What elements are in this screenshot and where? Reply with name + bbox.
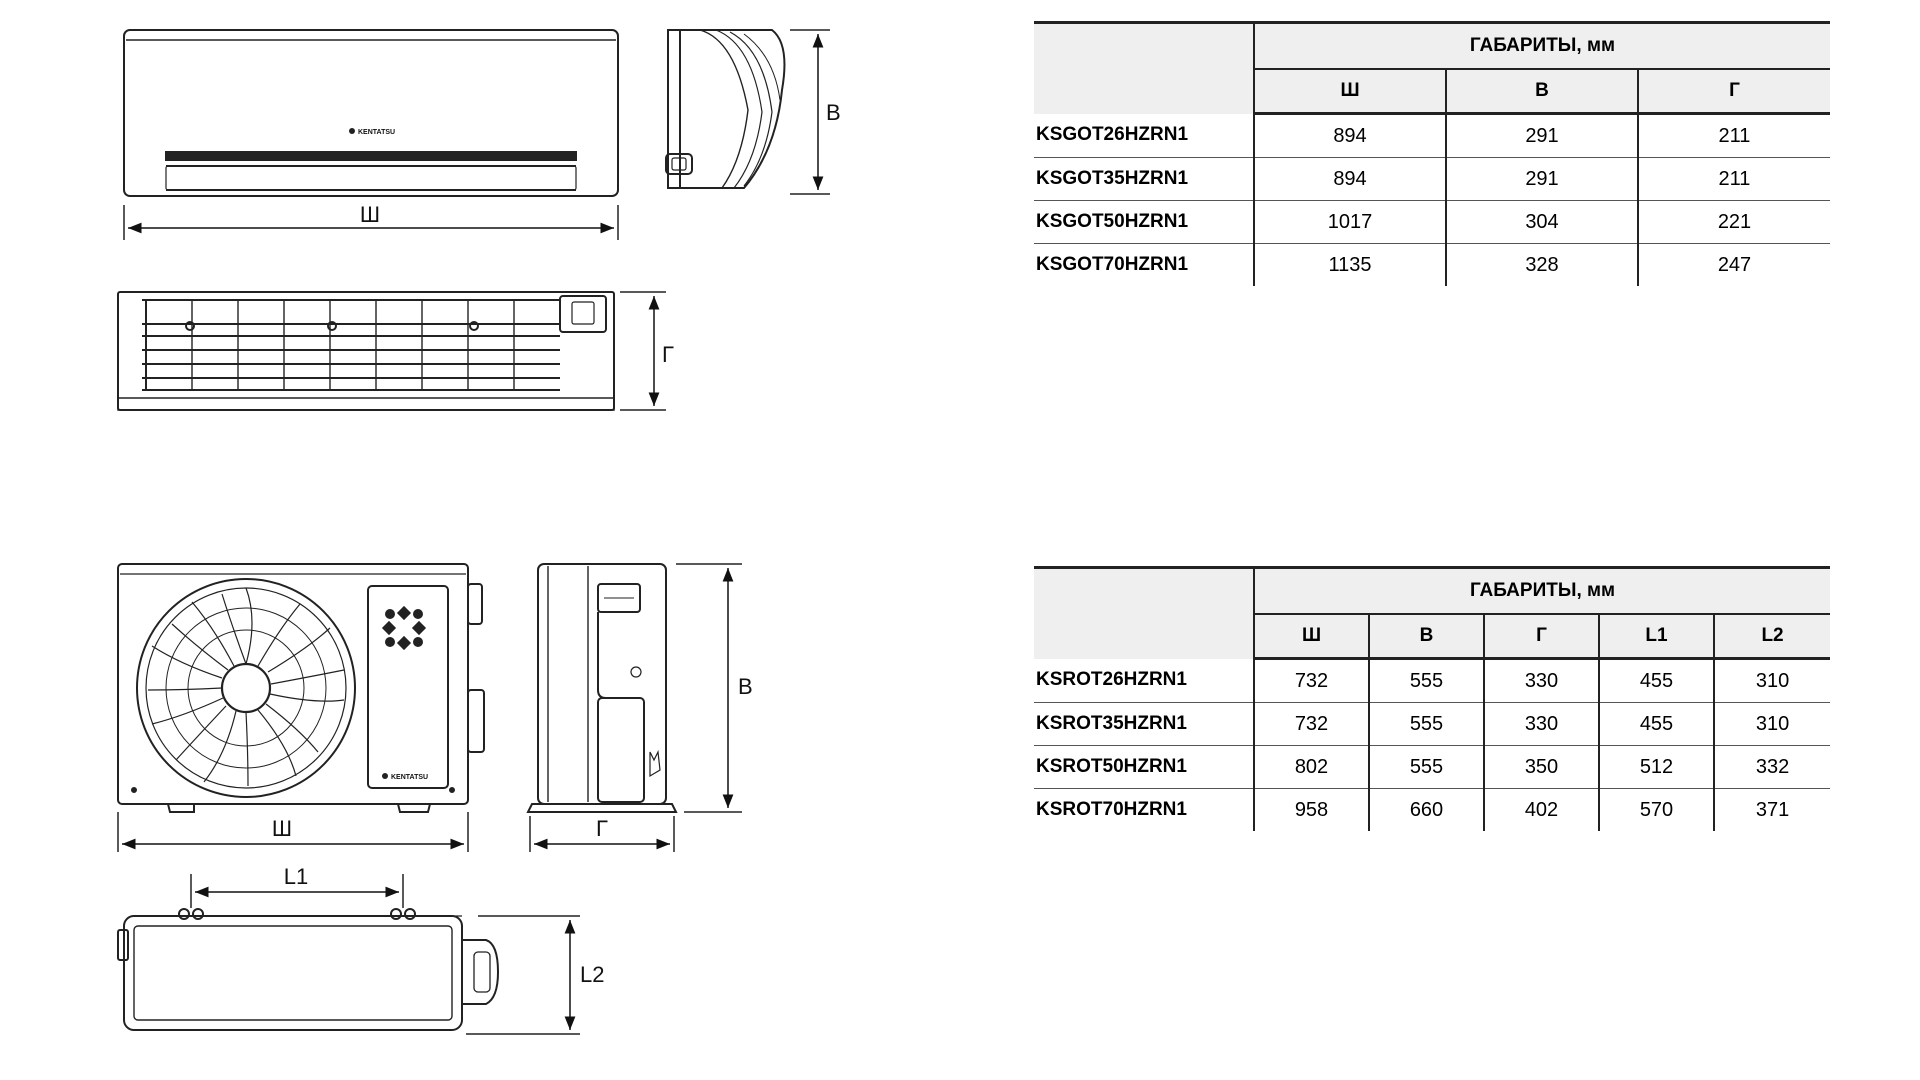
outdoor-depth-label: Г <box>596 816 608 841</box>
table-row: KSGOT70HZRN1 1135 328 247 <box>1034 243 1830 286</box>
indoor-depth-dimension: Г <box>620 291 674 411</box>
value-depth: 330 <box>1484 658 1600 703</box>
indoor-unit-front-view: KENTATSU <box>123 29 619 197</box>
value-width: 894 <box>1254 113 1447 158</box>
value-depth: 221 <box>1638 200 1830 244</box>
indoor-brand-label: KENTATSU <box>358 129 395 136</box>
outdoor-l2-label: L2 <box>580 962 604 987</box>
model-name: KSROT50HZRN1 <box>1034 745 1255 789</box>
model-name: KSROT26HZRN1 <box>1034 658 1255 703</box>
value-width: 732 <box>1254 702 1370 746</box>
value-height: 328 <box>1446 243 1639 286</box>
value-depth: 350 <box>1484 745 1600 789</box>
value-l1: 455 <box>1599 658 1715 703</box>
model-name: KSROT70HZRN1 <box>1034 788 1255 831</box>
model-name: KSGOT50HZRN1 <box>1034 200 1255 244</box>
outdoor-unit-front-view: KENTATSU <box>117 563 485 813</box>
indoor-height-dimension: В <box>790 29 841 195</box>
value-height: 291 <box>1446 113 1639 158</box>
value-height: 555 <box>1369 745 1485 789</box>
column-header-l1: L1 <box>1599 614 1715 660</box>
model-name: KSGOT26HZRN1 <box>1034 113 1255 158</box>
indoor-width-label: Ш <box>360 202 380 227</box>
indoor-unit-top-view <box>117 291 615 411</box>
table-row: KSGOT50HZRN1 1017 304 221 <box>1034 200 1830 244</box>
table-row: KSGOT35HZRN1 894 291 211 <box>1034 157 1830 201</box>
outdoor-brand-emblem <box>381 605 427 651</box>
outdoor-dimensions-table: ГАБАРИТЫ, мм Ш В Г L1 L2 KSROT26HZRN1 73… <box>1034 566 1831 831</box>
outdoor-width-label: Ш <box>272 816 292 841</box>
outdoor-depth-dimension: Г <box>529 816 675 852</box>
value-l2: 332 <box>1714 745 1831 789</box>
value-height: 555 <box>1369 658 1485 703</box>
value-height: 555 <box>1369 702 1485 746</box>
outdoor-height-dimension: В <box>676 563 753 813</box>
indoor-unit-side-view <box>665 29 786 189</box>
outdoor-l2-dimension: L2 <box>466 915 604 1035</box>
value-l2: 371 <box>1755 798 1790 821</box>
value-depth: 247 <box>1717 253 1752 276</box>
column-header-width: Ш <box>1254 69 1447 115</box>
indoor-front-logo: KENTATSU <box>349 128 395 136</box>
outdoor-width-dimension: Ш <box>117 812 469 852</box>
value-width: 894 <box>1254 157 1447 201</box>
table-corner <box>1034 566 1255 659</box>
value-depth: 330 <box>1484 702 1600 746</box>
value-height: 291 <box>1446 157 1639 201</box>
table-row: KSGOT26HZRN1 894 291 211 <box>1034 113 1830 158</box>
table-group-header: ГАБАРИТЫ, мм <box>1254 566 1831 615</box>
outdoor-l1-dimension: L1 <box>190 864 404 908</box>
model-name: KSROT35HZRN1 <box>1034 702 1255 746</box>
indoor-width-dimension: Ш <box>123 202 619 240</box>
value-depth: 211 <box>1638 113 1830 158</box>
indoor-height-label: В <box>826 100 841 125</box>
table-row: KSROT70HZRN1 958 660 402 570 371 <box>1034 788 1830 831</box>
outdoor-unit-side-view <box>526 563 678 813</box>
table-corner <box>1034 21 1255 114</box>
table-row: KSROT26HZRN1 732 555 330 455 310 <box>1034 658 1831 703</box>
value-width: 802 <box>1254 745 1370 789</box>
column-header-depth: Г <box>1638 69 1830 115</box>
value-depth: 402 <box>1484 788 1600 831</box>
table-row: KSROT50HZRN1 802 555 350 512 332 <box>1034 745 1831 789</box>
outdoor-brand-label: KENTATSU <box>391 774 428 781</box>
value-width: 958 <box>1254 788 1370 831</box>
indoor-depth-label: Г <box>662 342 674 367</box>
value-height: 304 <box>1446 200 1639 244</box>
column-header-l2: L2 <box>1714 614 1831 660</box>
outdoor-unit-top-view <box>117 908 500 1031</box>
value-l2: 310 <box>1714 658 1831 703</box>
column-header-width: Ш <box>1254 614 1370 660</box>
value-width: 732 <box>1254 658 1370 703</box>
value-l1: 512 <box>1599 745 1715 789</box>
indoor-dimensions-table: ГАБАРИТЫ, мм Ш В Г KSGOT26HZRN1 894 291 … <box>1034 21 1830 286</box>
value-height: 660 <box>1369 788 1485 831</box>
column-header-height: В <box>1446 69 1639 115</box>
value-l1: 570 <box>1599 788 1715 831</box>
model-name: KSGOT70HZRN1 <box>1034 243 1255 286</box>
value-width: 1135 <box>1254 243 1447 286</box>
value-depth: 211 <box>1638 157 1830 201</box>
column-header-height: В <box>1369 614 1485 660</box>
table-group-header: ГАБАРИТЫ, мм <box>1254 21 1830 70</box>
value-l2: 310 <box>1714 702 1831 746</box>
table-row: KSROT35HZRN1 732 555 330 455 310 <box>1034 702 1831 746</box>
value-width: 1017 <box>1254 200 1447 244</box>
model-name: KSGOT35HZRN1 <box>1034 157 1255 201</box>
column-header-depth: Г <box>1484 614 1600 660</box>
outdoor-height-label: В <box>738 674 753 699</box>
outdoor-l1-label: L1 <box>284 864 308 889</box>
value-l1: 455 <box>1599 702 1715 746</box>
